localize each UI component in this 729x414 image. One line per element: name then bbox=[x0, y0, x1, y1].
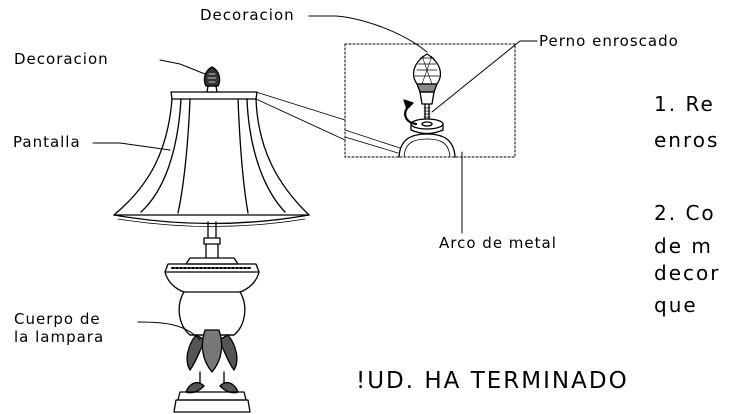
label-decoracion-left: Decoracion bbox=[14, 50, 109, 68]
step-2-line-3: decor bbox=[654, 261, 721, 285]
step-1-line-2: enros bbox=[654, 128, 720, 152]
label-arco-de-metal: Arco de metal bbox=[439, 234, 557, 252]
label-cuerpo-line2: la lampara bbox=[14, 328, 105, 346]
lamp-neck bbox=[203, 221, 221, 259]
label-leader-lines bbox=[92, 15, 538, 341]
step-2-line-4: que bbox=[654, 293, 698, 317]
step-2-line-2: de m bbox=[654, 234, 713, 258]
step-2-line-1: 2. Co bbox=[654, 201, 716, 225]
label-perno-enroscado: Perno enroscado bbox=[539, 32, 679, 50]
detail-box bbox=[255, 43, 516, 158]
label-decoracion-top: Decoracion bbox=[200, 6, 295, 24]
lamp-shade bbox=[113, 91, 310, 227]
completion-message: !UD. HA TERMINADO bbox=[356, 368, 629, 394]
label-pantalla: Pantalla bbox=[13, 133, 81, 151]
detail-finial-assembly bbox=[344, 53, 456, 158]
finial-small bbox=[203, 66, 221, 93]
label-cuerpo-line1: Cuerpo de bbox=[14, 310, 101, 328]
step-1-line-1: 1. Re bbox=[654, 92, 715, 116]
lamp-body bbox=[164, 257, 260, 413]
